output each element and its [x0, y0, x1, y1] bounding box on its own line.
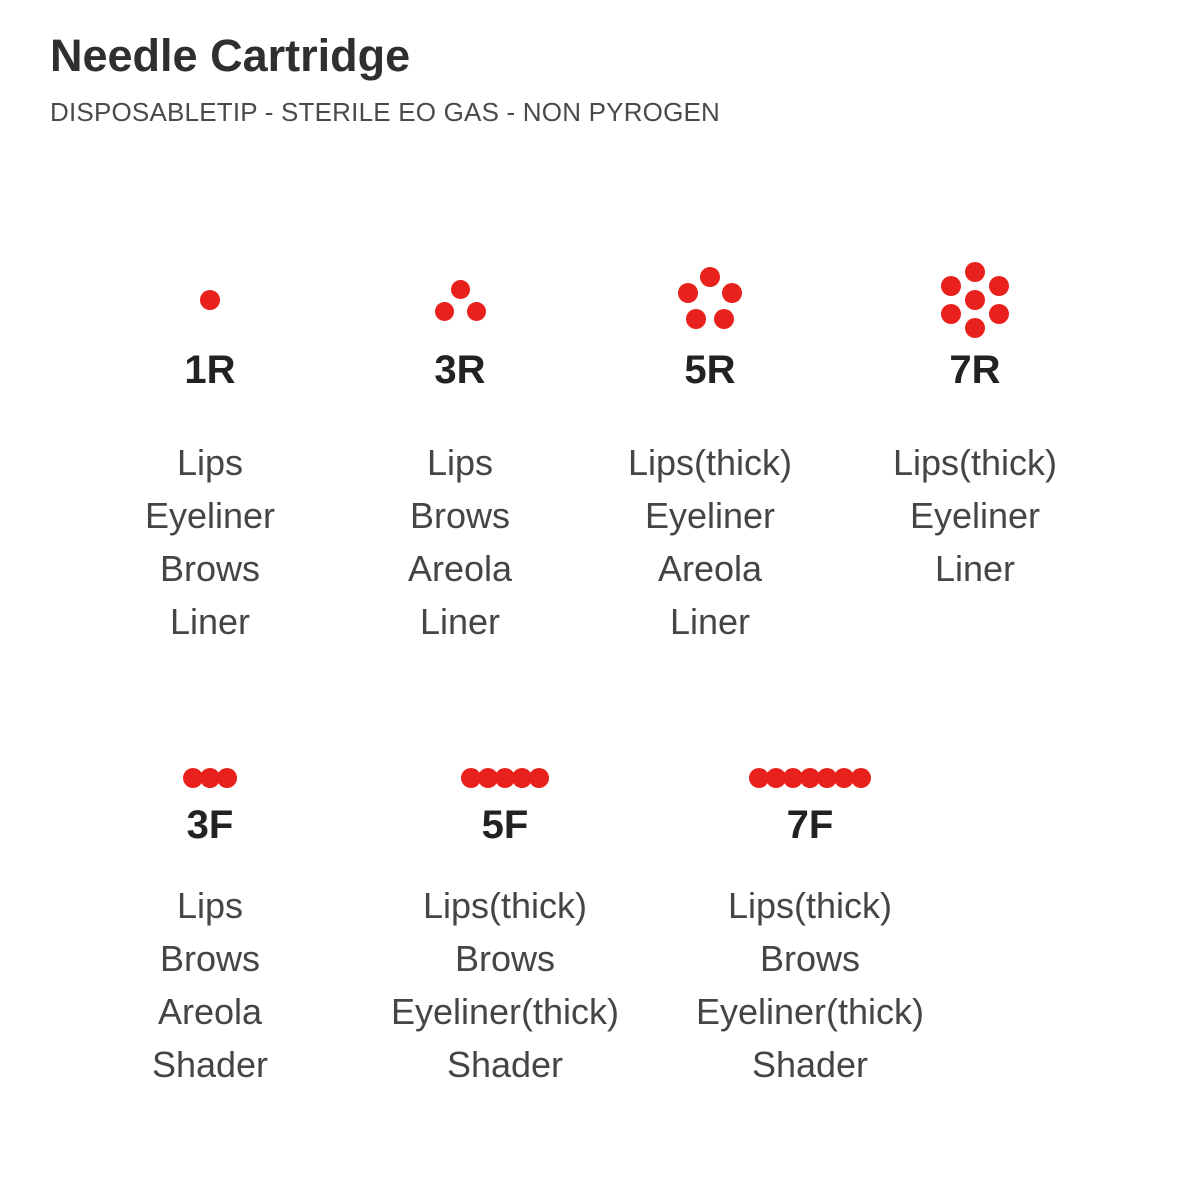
needle-use: Lips	[426, 442, 494, 483]
needle-dot	[434, 301, 454, 321]
needle-use: Brows	[454, 938, 556, 979]
needle-use: Liner	[169, 601, 251, 642]
needle-use: Areola	[407, 548, 513, 589]
needle-dot	[478, 767, 498, 788]
needle-use: Areola	[157, 991, 263, 1032]
needle-use: Lips(thick)	[727, 885, 893, 926]
needle-use: Eyeliner	[144, 495, 276, 536]
needle-code-label: 3R	[434, 348, 486, 392]
needle-dot	[965, 262, 985, 282]
needle-use: Shader	[751, 1044, 869, 1085]
needle-dot	[722, 283, 742, 303]
needle-use: Lips	[176, 442, 244, 483]
needle-code-label: 5F	[481, 803, 529, 847]
needle-dot-diagram-1r	[85, 255, 335, 345]
needle-dot	[200, 290, 220, 310]
needle-dot	[183, 767, 203, 788]
page-subtitle: DISPOSABLETIP - STERILE EO GAS - NON PYR…	[50, 96, 721, 127]
needle-dot	[714, 309, 734, 329]
needle-code-label: 1R	[184, 348, 236, 392]
needle-use: Liner	[934, 548, 1016, 589]
needle-dot	[783, 767, 803, 788]
needle-use: Liner	[669, 601, 751, 642]
needle-dot	[529, 767, 549, 788]
needle-dot	[686, 309, 706, 329]
needle-dot-diagram-7f	[675, 755, 945, 800]
needle-dot-diagram-3f	[85, 755, 335, 800]
needle-use: Areola	[657, 548, 763, 589]
needle-dot	[965, 290, 985, 310]
needle-use: Eyeliner	[644, 495, 776, 536]
needle-dot-diagram-5f	[335, 755, 675, 800]
needle-use: Eyeliner(thick)	[390, 991, 620, 1032]
needle-use: Eyeliner(thick)	[695, 991, 925, 1032]
needle-dot	[834, 767, 854, 788]
needle-dot	[200, 767, 220, 788]
needle-use: Eyeliner	[909, 495, 1041, 536]
needle-dot	[941, 304, 961, 324]
needle-dot	[466, 301, 486, 321]
needle-dot	[941, 276, 961, 296]
needle-dot	[461, 767, 481, 788]
needle-dot-diagram-7r	[835, 255, 1115, 345]
needle-use: Brows	[159, 938, 261, 979]
page-title: Needle Cartridge	[50, 30, 411, 81]
needle-code-label: 7R	[949, 348, 1001, 392]
needle-dot	[851, 767, 871, 788]
needle-dot	[495, 767, 515, 788]
needle-dot	[217, 767, 237, 788]
needle-use: Lips(thick)	[892, 442, 1058, 483]
needle-dot	[766, 767, 786, 788]
needle-use: Brows	[409, 495, 511, 536]
needle-dot	[989, 304, 1009, 324]
needle-use: Shader	[151, 1044, 269, 1085]
needle-code-label: 7F	[786, 803, 834, 847]
needle-dot	[512, 767, 532, 788]
needle-dot-diagram-3r	[335, 255, 585, 345]
needle-use: Brows	[159, 548, 261, 589]
needle-dot	[800, 767, 820, 788]
needle-dot	[450, 279, 470, 299]
needle-dot	[700, 267, 720, 287]
needle-dot-diagram-5r	[585, 255, 835, 345]
needle-dot	[989, 276, 1009, 296]
needle-code-label: 3F	[186, 803, 234, 847]
needle-dot	[749, 767, 769, 788]
needle-use: Lips(thick)	[422, 885, 588, 926]
needle-dot	[678, 283, 698, 303]
needle-dot	[817, 767, 837, 788]
needle-use: Lips	[176, 885, 244, 926]
needle-dot	[965, 318, 985, 338]
needle-code-label: 5R	[684, 348, 736, 392]
needle-use: Brows	[759, 938, 861, 979]
needle-use: Lips(thick)	[627, 442, 793, 483]
needle-use: Liner	[419, 601, 501, 642]
needle-use: Shader	[446, 1044, 564, 1085]
header: Needle Cartridge DISPOSABLETIP - STERILE…	[50, 30, 720, 128]
